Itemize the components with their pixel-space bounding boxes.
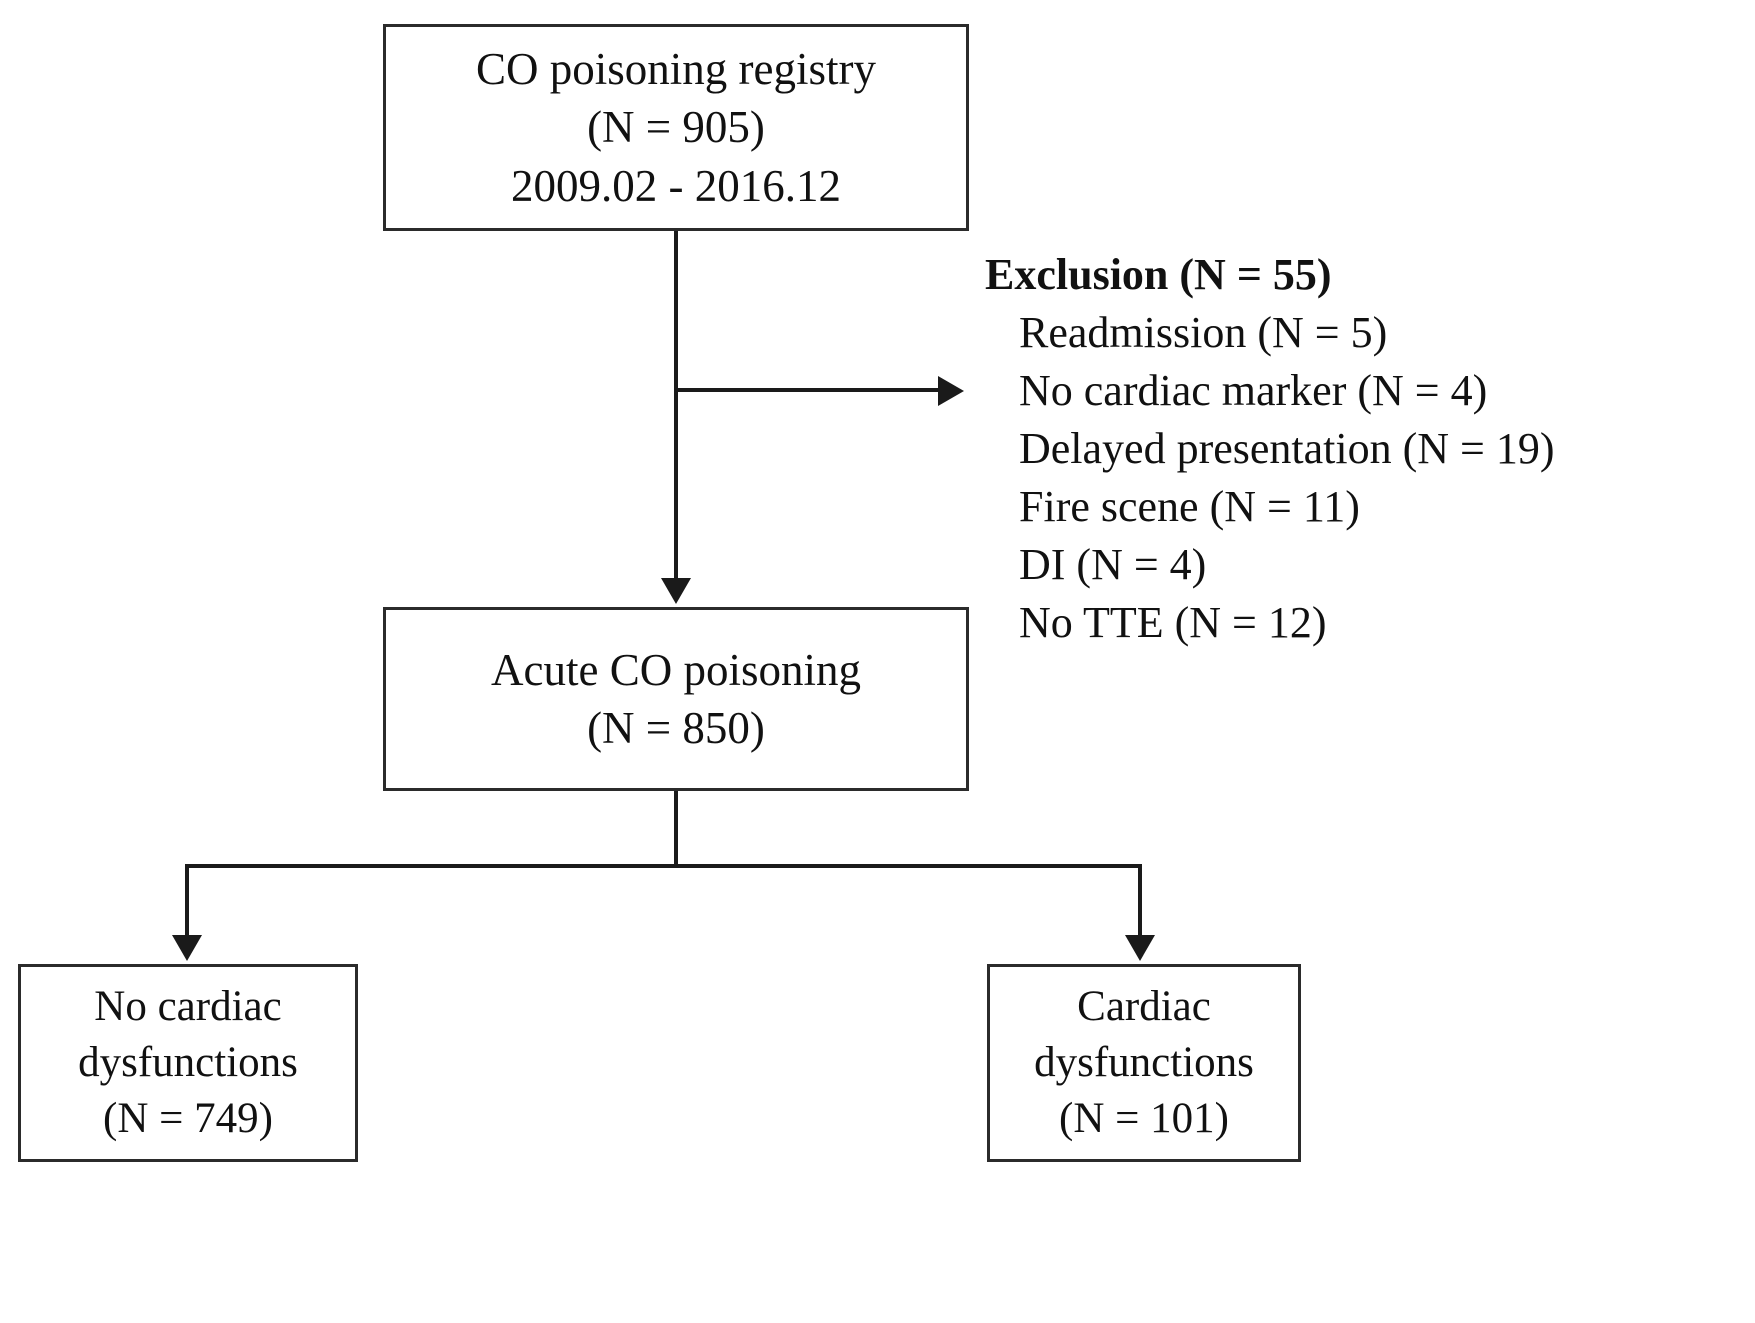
node-acute-line-1: Acute CO poisoning bbox=[491, 644, 861, 695]
node-no-dysfunction-line-2: dysfunctions bbox=[78, 1039, 298, 1087]
node-dysfunction-line-2: dysfunctions bbox=[1034, 1039, 1254, 1087]
arrowhead-to-no-dysfunction bbox=[172, 935, 202, 961]
exclusion-item-di: DI (N = 4) bbox=[1019, 540, 1207, 590]
arrowhead-registry-to-acute bbox=[661, 578, 691, 604]
connector-to-dysfunction bbox=[1138, 864, 1142, 939]
node-registry-line-3: 2009.02 - 2016.12 bbox=[511, 160, 841, 211]
node-no-dysfunction-line-1: No cardiac bbox=[94, 983, 282, 1031]
node-no-dysfunction-line-3: (N = 749) bbox=[103, 1094, 273, 1142]
node-registry-line-2: (N = 905) bbox=[587, 102, 765, 153]
exclusion-list: Exclusion (N = 55) Readmission (N = 5) N… bbox=[985, 246, 1745, 653]
exclusion-item-no-tte: No TTE (N = 12) bbox=[1019, 598, 1327, 648]
node-acute-line-2: (N = 850) bbox=[587, 703, 765, 753]
connector-registry-to-acute bbox=[674, 231, 678, 581]
exclusion-item-readmission: Readmission (N = 5) bbox=[1019, 308, 1388, 358]
exclusion-item-no-cardiac-marker: No cardiac marker (N = 4) bbox=[1019, 366, 1488, 416]
arrowhead-to-dysfunction bbox=[1125, 935, 1155, 961]
node-dysfunction-line-1: Cardiac bbox=[1077, 983, 1211, 1031]
node-no-cardiac-dysfunctions: No cardiac dysfunctions (N = 749) bbox=[18, 964, 358, 1162]
exclusion-item-fire-scene: Fire scene (N = 11) bbox=[1019, 482, 1360, 532]
connector-acute-stem bbox=[674, 791, 678, 867]
node-cardiac-dysfunctions: Cardiac dysfunctions (N = 101) bbox=[987, 964, 1301, 1162]
exclusion-item-delayed-presentation: Delayed presentation (N = 19) bbox=[1019, 424, 1555, 474]
connector-split-horizontal bbox=[185, 864, 1142, 868]
connector-to-no-dysfunction bbox=[185, 864, 189, 939]
arrowhead-to-exclusion bbox=[938, 376, 964, 406]
node-acute-co-poisoning: Acute CO poisoning (N = 850) bbox=[383, 607, 969, 791]
node-co-poisoning-registry: CO poisoning registry (N = 905) 2009.02 … bbox=[383, 24, 969, 231]
node-registry-line-1: CO poisoning registry bbox=[476, 43, 876, 94]
connector-to-exclusion bbox=[676, 388, 940, 392]
node-dysfunction-line-3: (N = 101) bbox=[1059, 1094, 1229, 1142]
exclusion-title: Exclusion (N = 55) bbox=[985, 250, 1332, 299]
